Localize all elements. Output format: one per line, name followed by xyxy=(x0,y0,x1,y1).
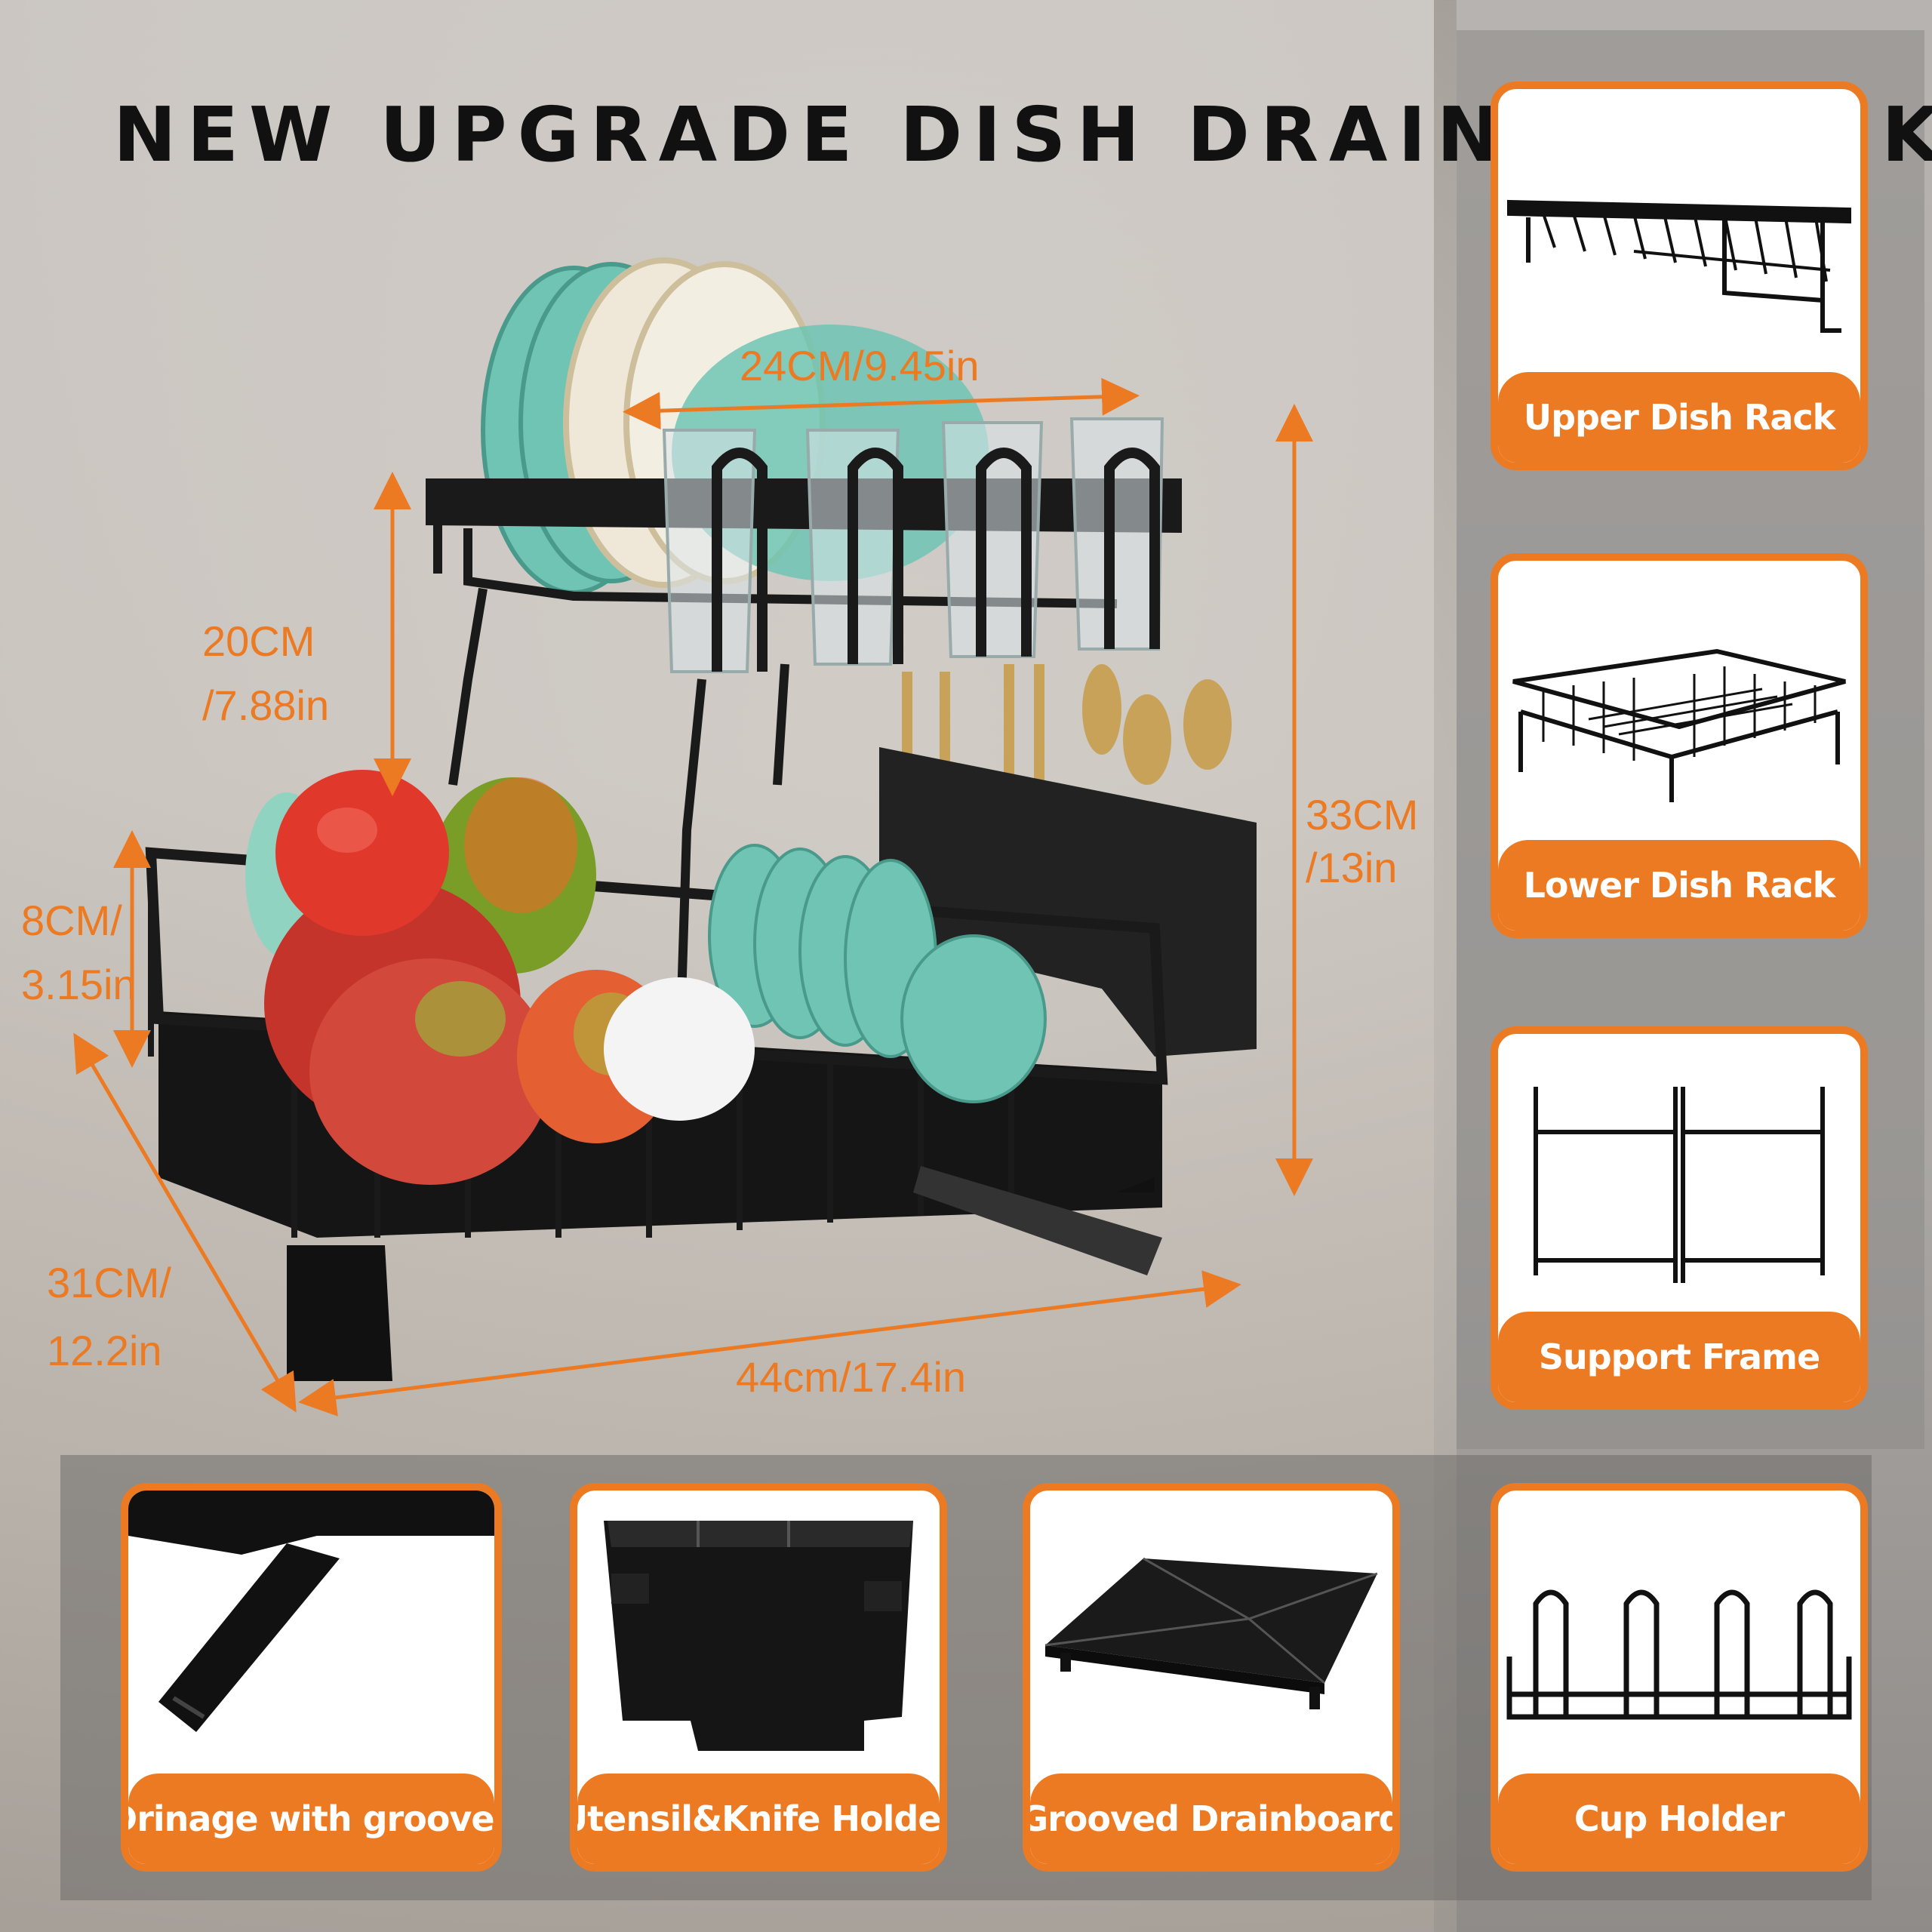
card-label: Utensil&Knife Holder xyxy=(577,1774,940,1864)
dim-height-upper-2: /7.88in xyxy=(202,681,330,729)
card-label: Cup Holder xyxy=(1498,1774,1860,1864)
support-frame-icon xyxy=(1534,1087,1825,1283)
dim-height-lower-2: 3.15in xyxy=(21,961,137,1008)
lower-dish-rack-icon xyxy=(1512,648,1846,802)
card-cup-holder: Cup Holder xyxy=(1491,1483,1868,1872)
card-utensil-knife-holder: Utensil&Knife Holder xyxy=(570,1483,947,1872)
dim-length: 44cm/17.4in xyxy=(736,1353,967,1401)
dimension-lines xyxy=(73,377,1313,1417)
dim-width-top: 24CM/9.45in xyxy=(740,342,980,389)
drainboard-icon xyxy=(1044,1557,1378,1709)
card-drainage-grooves: Drinage with grooves xyxy=(121,1483,502,1872)
card-label: Support Frame xyxy=(1498,1312,1860,1402)
dim-height-upper-1: 20CM xyxy=(202,617,315,665)
card-label: Lower Dish Rack xyxy=(1498,840,1860,931)
dim-depth-2: 12.2in xyxy=(47,1327,162,1374)
bowls xyxy=(708,844,1047,1103)
cup-holder-icon xyxy=(1506,1589,1852,1720)
drainage-spout xyxy=(913,1166,1162,1275)
product-illustration xyxy=(73,257,1313,1417)
cup-holder-loops xyxy=(712,448,1160,672)
upper-dish-rack-icon xyxy=(1507,199,1851,333)
dim-height-lower-1: 8CM/ xyxy=(21,897,122,944)
card-lower-dish-rack: Lower Dish Rack xyxy=(1491,553,1868,938)
dim-height-total-1: 33CM xyxy=(1306,791,1419,838)
card-label: Upper Dish Rack xyxy=(1498,372,1860,463)
card-grooved-drainboard: Grooved Drainboard xyxy=(1023,1483,1400,1872)
card-label: Grooved Drainboard xyxy=(1030,1774,1392,1864)
card-support-frame: Support Frame xyxy=(1491,1026,1868,1410)
fruit xyxy=(245,770,755,1185)
utensil-holder-icon xyxy=(604,1521,913,1751)
dim-height-total-2: /13in xyxy=(1306,844,1398,891)
utensils xyxy=(902,664,1232,808)
drainage-groove-icon xyxy=(128,1491,494,1732)
dim-depth-1: 31CM/ xyxy=(47,1259,171,1306)
card-label: Drinage with grooves xyxy=(128,1774,494,1864)
card-upper-dish-rack: Upper Dish Rack xyxy=(1491,82,1868,470)
